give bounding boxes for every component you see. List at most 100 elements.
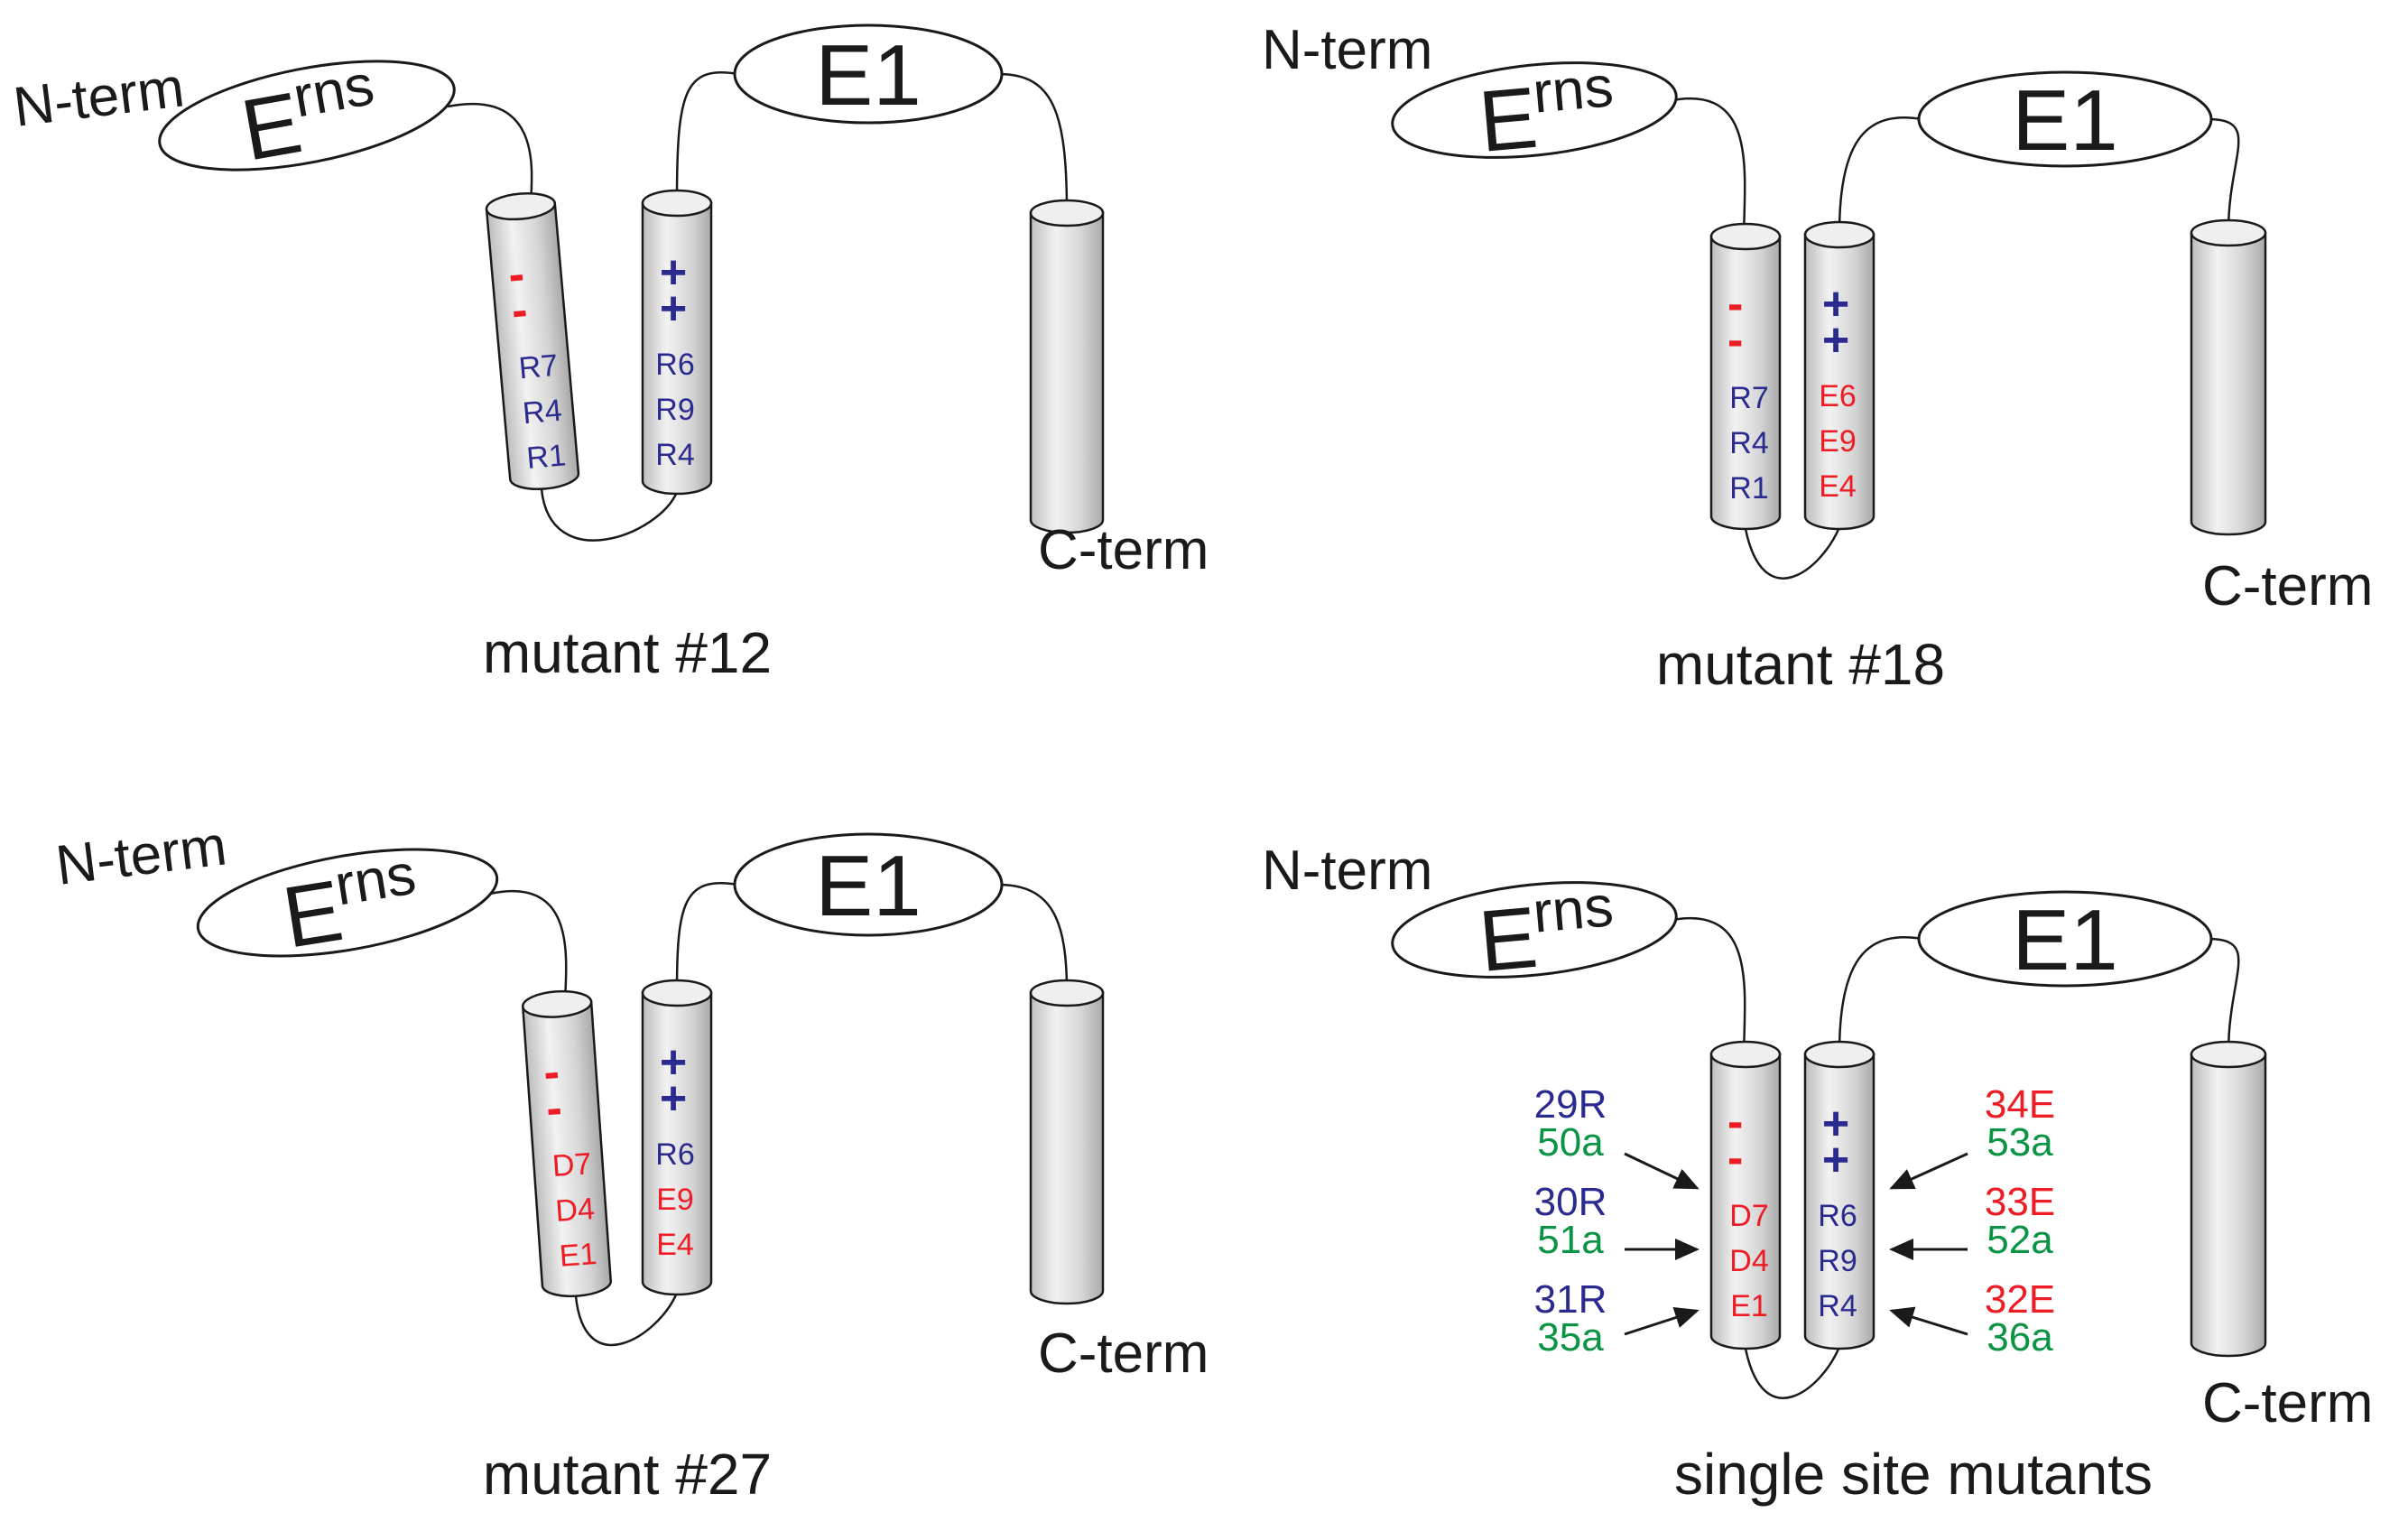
tm1-charges: -- — [542, 1045, 563, 1135]
cylinder-body — [641, 991, 713, 1296]
tm3-helix — [2190, 1040, 2267, 1358]
e1-domain — [1917, 70, 2213, 168]
linker-erns-tm1 — [489, 890, 568, 1003]
linker-loop — [574, 1292, 679, 1346]
cylinder-body — [1029, 211, 1105, 534]
residue-label: D4 — [554, 1192, 596, 1229]
tm1-charges: -- — [1727, 1096, 1743, 1184]
residue-label: R6 — [1818, 1199, 1857, 1233]
c-term-label: C-term — [2202, 1372, 2373, 1434]
panel-title: single site mutants — [1674, 1442, 2153, 1507]
tm2-helix — [641, 189, 713, 496]
tm1-helix — [1709, 222, 1782, 531]
cylinder-body — [2190, 231, 2267, 536]
e1-label: E1 — [815, 27, 921, 124]
e1-domain — [733, 23, 1004, 125]
cylinder-body — [2190, 1053, 2267, 1358]
panel-title: mutant #27 — [483, 1442, 772, 1507]
erns-label-sup: rns — [330, 841, 420, 918]
cylinder-top — [1709, 222, 1782, 251]
minus-sign: - — [1727, 314, 1743, 367]
cylinder-top — [1803, 1040, 1875, 1069]
residue-label: R4 — [1818, 1289, 1857, 1323]
c-term-label: C-term — [1038, 1322, 1209, 1385]
tm3-helix — [1029, 199, 1105, 534]
erns-label-sup: rns — [288, 51, 378, 129]
residue-label: E1 — [1730, 1289, 1768, 1323]
plus-sign: + — [660, 283, 687, 335]
erns-label-main: E — [1476, 889, 1542, 990]
site-construct-label: 53a — [1987, 1120, 2053, 1165]
plus-sign: + — [660, 1036, 687, 1089]
site-construct-label: 51a — [1537, 1218, 1604, 1262]
tm3-helix — [2190, 218, 2267, 536]
erns-domain — [196, 848, 499, 958]
cylinder-body — [1803, 233, 1875, 531]
linker-e1-tm3 — [997, 72, 1069, 212]
erns-domain — [1391, 881, 1678, 979]
e1-label: E1 — [2012, 72, 2117, 169]
c-term-label: C-term — [2202, 555, 2373, 617]
minus-sign: - — [509, 283, 529, 337]
linker-erns-tm1 — [447, 103, 533, 205]
n-term-label: N-term — [1262, 840, 1432, 902]
tm1-helix — [485, 191, 580, 491]
residue-label: E4 — [1819, 469, 1857, 504]
residue-label: R1 — [1729, 471, 1768, 506]
linker-erns-tm1 — [1667, 97, 1746, 236]
site-arrow — [1889, 1306, 1968, 1336]
linker-tm2-e1 — [1838, 935, 1923, 1053]
tm1-charges: -- — [1727, 278, 1743, 367]
plus-sign: + — [1822, 278, 1849, 330]
linker-loop — [540, 488, 679, 542]
c-term-label: C-term — [1038, 519, 1209, 581]
n-term-group: N-term — [1262, 19, 1432, 81]
cylinder-top — [2190, 1040, 2267, 1069]
plus-sign: + — [1822, 314, 1849, 367]
residue-label: R6 — [655, 348, 694, 382]
minus-sign: - — [1727, 278, 1743, 330]
plus-sign: + — [1822, 1134, 1849, 1186]
e1-label: E1 — [815, 838, 921, 934]
plus-sign: + — [1822, 1098, 1849, 1150]
cylinder-top — [1803, 220, 1875, 249]
n-term-group: N-term — [1262, 840, 1432, 902]
erns-label-sup: rns — [1530, 873, 1616, 944]
tm3-helix — [1029, 979, 1105, 1305]
residue-label: R4 — [655, 438, 694, 472]
cylinder-top — [485, 191, 557, 221]
site-mutation-label: 33E — [1985, 1180, 2055, 1224]
minus-sign: - — [1727, 1132, 1743, 1184]
residue-label: E9 — [1819, 424, 1857, 459]
residue-label: R7 — [517, 348, 560, 386]
residue-label: R9 — [655, 393, 694, 427]
cylinder-body — [641, 201, 713, 496]
erns-label-main: E — [1476, 70, 1542, 171]
n-term-group: N-term — [52, 814, 229, 897]
tm1-charges: -- — [506, 248, 530, 338]
site-arrow — [1624, 1307, 1699, 1336]
minus-sign: - — [506, 248, 526, 302]
cylinder-top — [1029, 199, 1105, 227]
linker-tm2-e1 — [1838, 116, 1923, 234]
n-term-label: N-term — [10, 56, 187, 139]
residue-label: R4 — [522, 394, 564, 432]
erns-domain — [158, 60, 456, 172]
linker-e1-tm3 — [2207, 937, 2240, 1053]
residue-label: D7 — [1729, 1199, 1768, 1233]
cylinder-top — [641, 189, 713, 218]
cylinder-top — [522, 989, 593, 1018]
cylinder-body — [1029, 991, 1105, 1305]
tm2-helix — [1803, 1040, 1875, 1350]
cylinder-top — [1709, 1040, 1782, 1069]
